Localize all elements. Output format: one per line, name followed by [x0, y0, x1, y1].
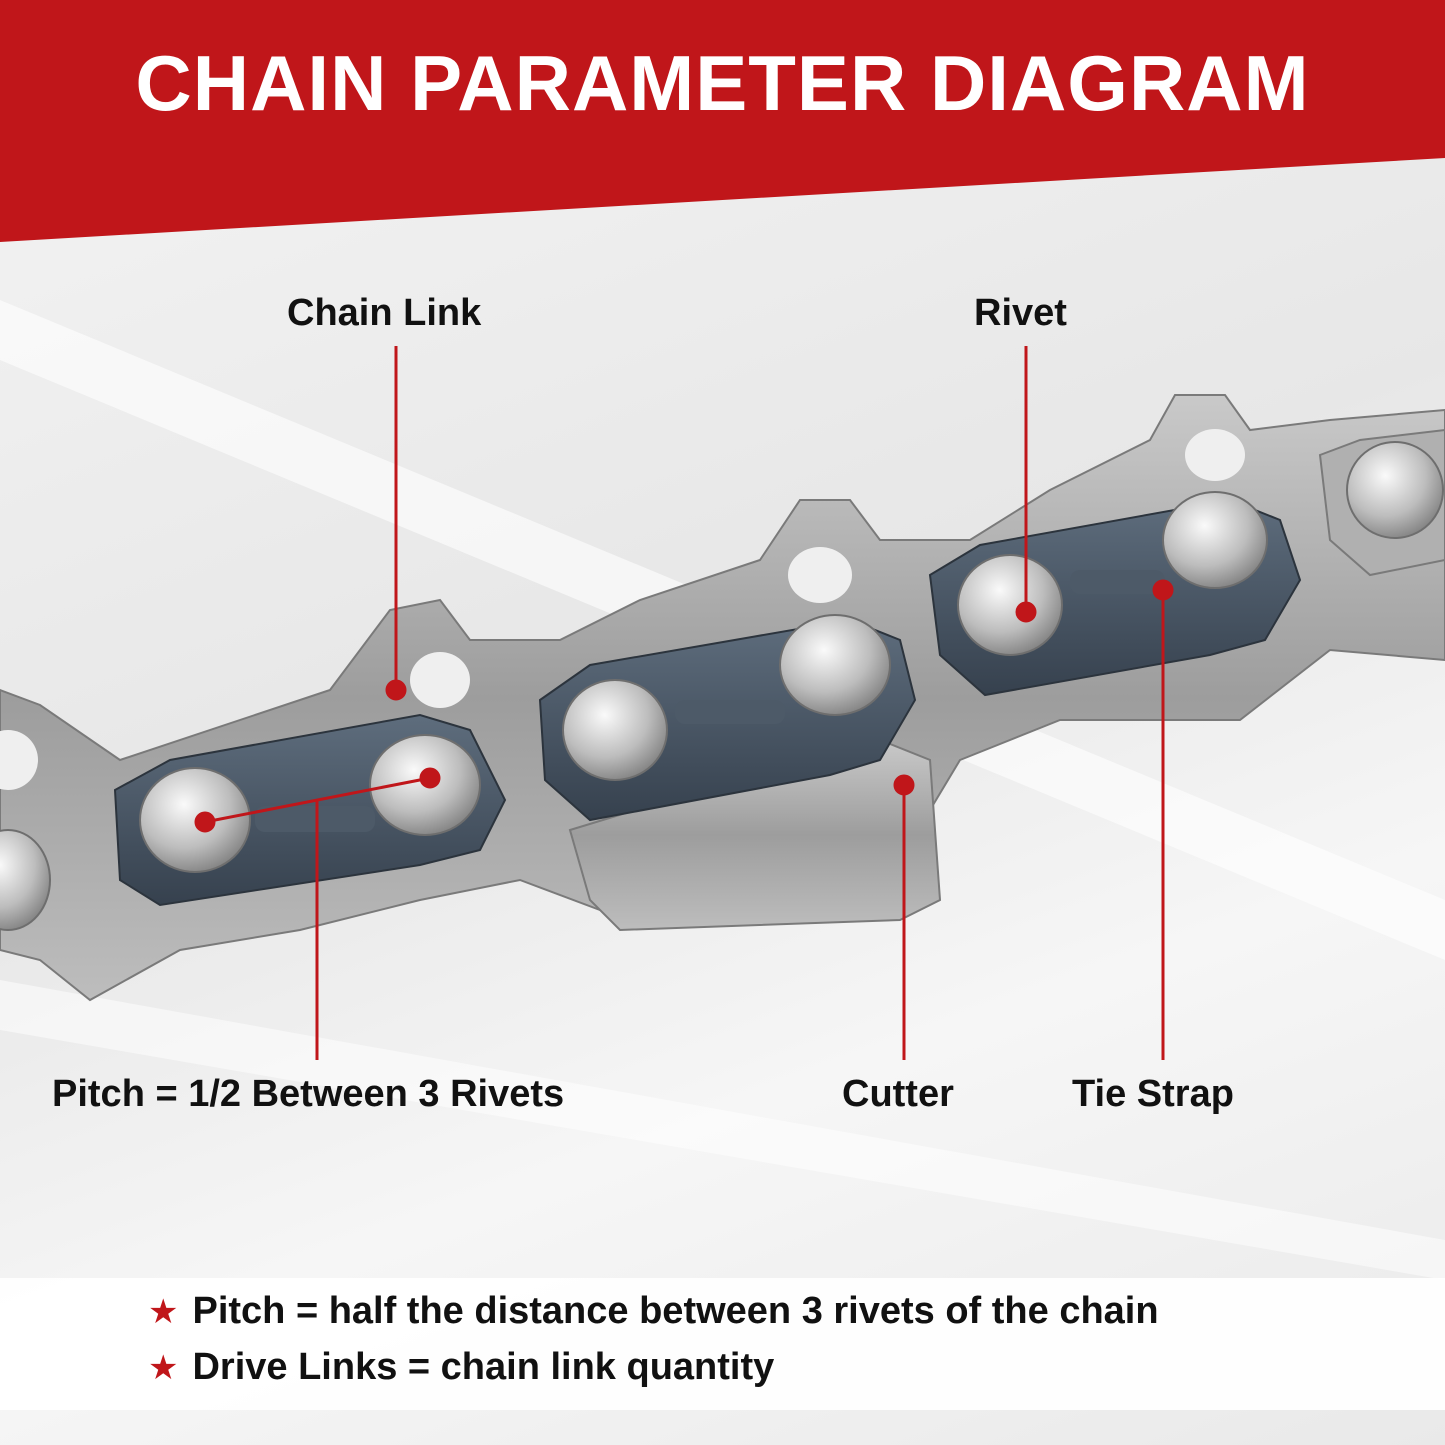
note-item: ★ Drive Links = chain link quantity — [148, 1346, 774, 1389]
pitch-dot-right — [420, 768, 440, 788]
star-icon: ★ — [148, 1348, 178, 1388]
note-text: Drive Links = chain link quantity — [192, 1346, 774, 1388]
chain-link-dot — [386, 680, 406, 700]
page-title: CHAIN PARAMETER DIAGRAM — [0, 38, 1445, 129]
label-chain-link: Chain Link — [287, 292, 481, 335]
note-text: Pitch = half the distance between 3 rive… — [192, 1290, 1158, 1332]
label-rivet: Rivet — [974, 292, 1067, 335]
label-cutter: Cutter — [842, 1073, 954, 1116]
rivet-dot — [1016, 602, 1036, 622]
notes-panel: ★ Pitch = half the distance between 3 riv… — [0, 1278, 1445, 1410]
note-item: ★ Pitch = half the distance between 3 riv… — [148, 1290, 1159, 1333]
bg-streak — [0, 980, 1445, 1280]
label-pitch: Pitch = 1/2 Between 3 Rivets — [52, 1073, 564, 1116]
pitch-dot-left — [195, 812, 215, 832]
label-tie-strap: Tie Strap — [1072, 1073, 1234, 1116]
tie-strap-dot — [1153, 580, 1173, 600]
cutter-dot — [894, 775, 914, 795]
star-icon: ★ — [148, 1292, 178, 1332]
